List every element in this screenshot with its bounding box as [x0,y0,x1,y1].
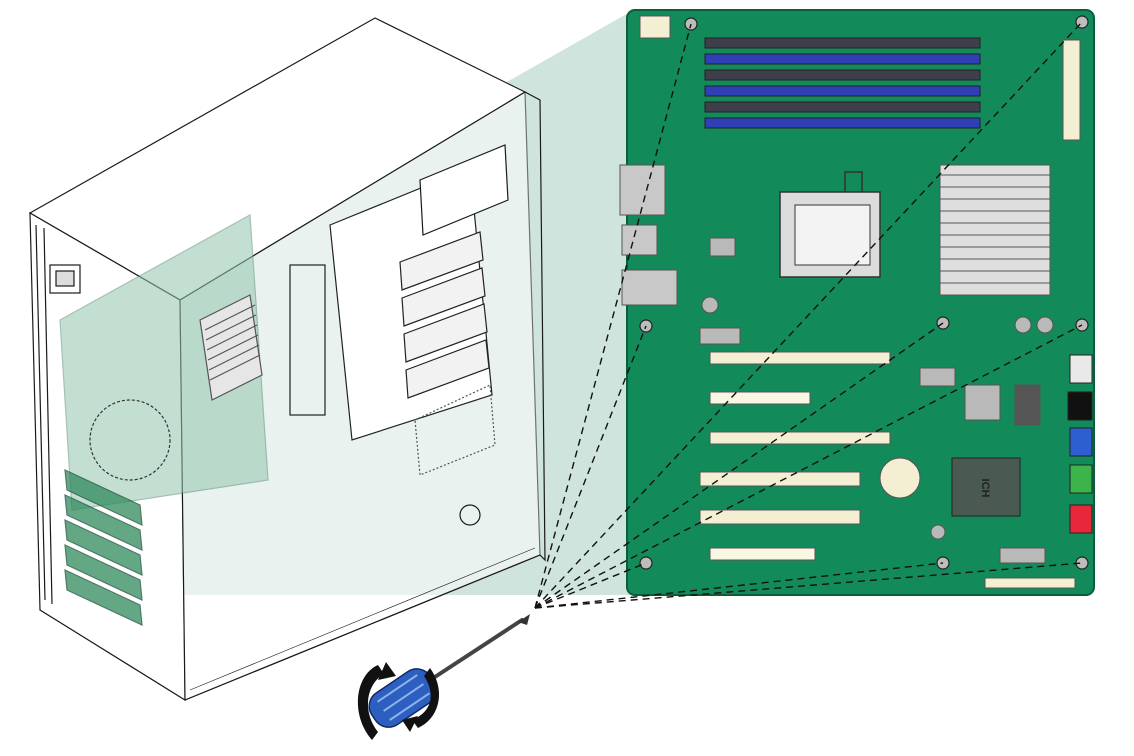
chassis-motherboard-ghost [59,214,269,511]
expansion-cards [64,469,143,626]
drive-bay-1 [399,231,484,291]
board-components [699,237,1076,589]
chassis-illustration [28,17,546,702]
audio-connectors [1067,354,1093,534]
rotation-arrow-icon [357,662,440,740]
motherboard-illustration: ICH [619,9,1095,596]
drive-bay-2 [401,267,486,327]
chassis-heatsink [199,294,263,401]
southbridge-chip: ICH [951,457,1021,517]
dimm-slots [704,37,981,129]
atx-power-connector [1062,39,1081,141]
drive-bay-3 [403,303,488,363]
chip-marking: ICH [979,479,991,498]
cpu-socket [779,171,881,278]
aux-power-connector [639,15,671,39]
mounting-screws [639,15,1089,570]
drive-bay-4 [405,339,490,399]
drive-cage [289,167,493,441]
callout-lines [534,21,1083,609]
cmos-battery [879,457,921,499]
fan-grille [89,399,171,481]
screwdriver-icon [357,614,530,740]
rear-io-ports [619,164,678,306]
expansion-slots [699,351,891,561]
northbridge-heatsink [939,164,1051,296]
motherboard-pcb [626,9,1095,596]
screw-icon [639,556,653,570]
